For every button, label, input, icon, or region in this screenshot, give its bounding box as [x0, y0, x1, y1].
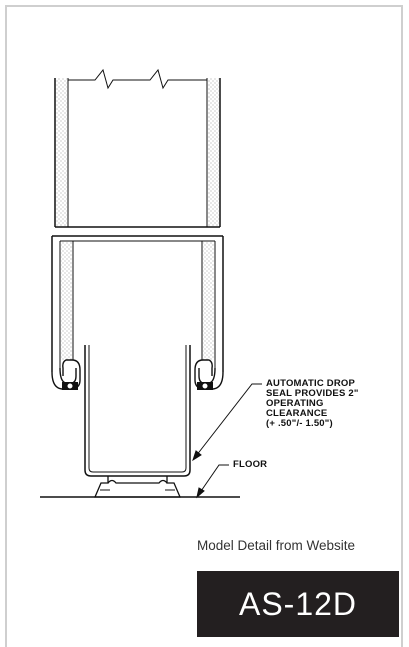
- model-detail-caption: Model Detail from Website: [197, 538, 356, 553]
- seal-callout-line: (+ .50"/- 1.50"): [266, 418, 333, 429]
- seal-callout-line: OPERATING: [266, 398, 324, 409]
- right-seal-clip: [194, 359, 224, 390]
- seal-callout-line: CLEARANCE: [266, 408, 328, 419]
- seal-callout: AUTOMATIC DROP SEAL PROVIDES 2" OPERATIN…: [266, 379, 396, 429]
- upper-door-panel: [54, 78, 221, 228]
- lower-door-panel: [51, 235, 224, 372]
- seal-leader: [192, 383, 262, 462]
- model-badge: AS-12D: [197, 571, 399, 637]
- seal-callout-line: AUTOMATIC DROP: [266, 378, 356, 389]
- floor-callout: FLOOR: [233, 459, 268, 470]
- break-line: [68, 68, 207, 90]
- seal-callout-line: SEAL PROVIDES 2": [266, 388, 359, 399]
- drop-seal-housing: [84, 345, 191, 477]
- page-frame: [5, 5, 403, 647]
- model-number: AS-12D: [238, 585, 358, 622]
- left-seal-clip: [51, 359, 81, 390]
- floor-leader: [196, 464, 229, 499]
- drop-seal-gasket: [94, 476, 181, 498]
